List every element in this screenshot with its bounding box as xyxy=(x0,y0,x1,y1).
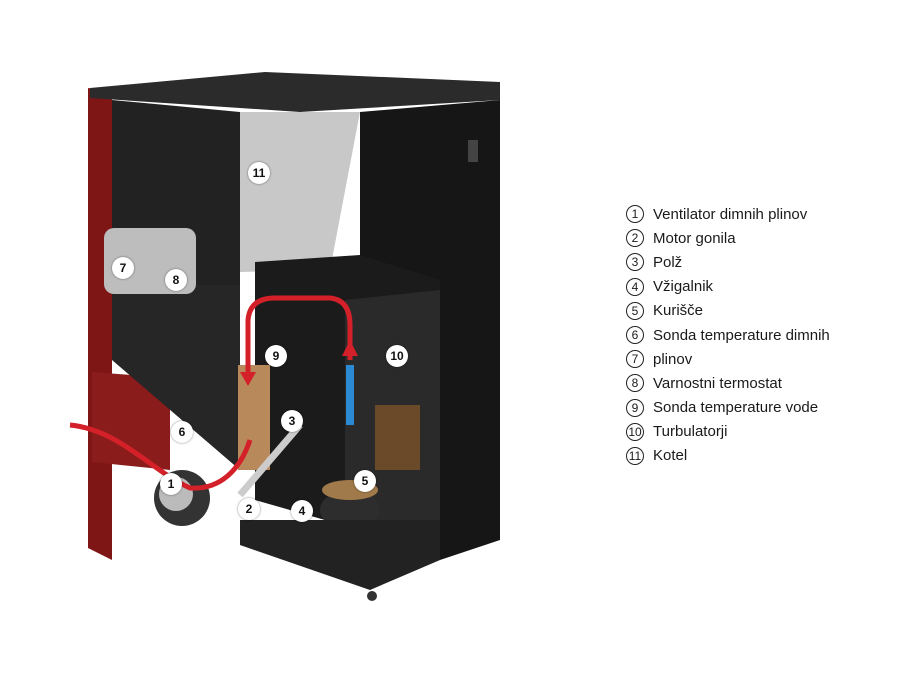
legend-item: 5 Kurišče xyxy=(626,299,830,323)
legend-item: 11 Kotel xyxy=(626,444,830,468)
base-tray xyxy=(240,520,440,590)
legend-item: 6 Sonda temperature dimnih xyxy=(626,323,830,347)
marker-6: 6 xyxy=(171,421,193,443)
marker-4: 4 xyxy=(291,500,313,522)
marker-9: 9 xyxy=(265,345,287,367)
legend-label: Sonda temperature vode xyxy=(653,399,819,417)
legend-item: 2 Motor gonila xyxy=(626,226,830,250)
legend-number: 9 xyxy=(626,398,644,417)
water-flow xyxy=(346,365,354,425)
legend-item: 3 Polž xyxy=(626,250,830,274)
legend-label: Varnostni termostat xyxy=(653,374,782,392)
legend-number: 4 xyxy=(626,277,644,296)
marker-8: 8 xyxy=(165,269,187,291)
legend-label: Ventilator dimnih plinov xyxy=(653,205,808,223)
marker-11: 11 xyxy=(248,162,270,184)
legend-label: Polž xyxy=(653,253,683,271)
legend-item: 4 Vžigalnik xyxy=(626,275,830,299)
marker-2: 2 xyxy=(238,498,260,520)
legend-item: 1 Ventilator dimnih plinov xyxy=(626,202,830,226)
legend-item: 7 plinov xyxy=(626,347,830,371)
legend-number: 1 xyxy=(626,205,644,224)
legend-number: 6 xyxy=(626,326,644,345)
marker-10: 10 xyxy=(386,345,408,367)
pellet-chute xyxy=(238,365,270,470)
legend-item: 9 Sonda temperature vode xyxy=(626,396,830,420)
legend-label: Kurišče xyxy=(653,302,704,320)
marker-1: 1 xyxy=(160,473,182,495)
legend-label: Motor gonila xyxy=(653,229,736,247)
marker-5: 5 xyxy=(354,470,376,492)
legend-label: Vžigalnik xyxy=(653,278,714,296)
flame-flow-path xyxy=(245,295,353,380)
legend-number: 5 xyxy=(626,301,644,320)
red-lower-casing xyxy=(92,372,170,470)
turbulator-grid xyxy=(375,405,420,470)
top-lid xyxy=(90,72,500,112)
red-side-casing xyxy=(88,88,112,560)
legend-number: 10 xyxy=(626,422,644,441)
legend-label: plinov xyxy=(653,350,693,368)
legend-item: 8 Varnostni termostat xyxy=(626,371,830,395)
flow-arrow-down xyxy=(240,372,256,386)
foot xyxy=(367,591,377,601)
legend-number: 8 xyxy=(626,374,644,393)
legend-label: Turbulatorji xyxy=(653,423,728,441)
legend-label: Sonda temperature dimnih xyxy=(653,326,830,344)
legend-number: 3 xyxy=(626,253,644,272)
flow-arrow-up xyxy=(342,340,358,356)
flue-gas-path xyxy=(69,422,253,491)
legend-number: 11 xyxy=(626,446,644,465)
auger xyxy=(237,422,303,498)
marker-7: 7 xyxy=(112,257,134,279)
hopper-slope xyxy=(112,285,240,470)
legend-number: 7 xyxy=(626,350,644,369)
marker-3: 3 xyxy=(281,410,303,432)
legend-label: Kotel xyxy=(653,447,688,465)
legend-number: 2 xyxy=(626,229,644,248)
legend-item: 10 Turbulatorji xyxy=(626,420,830,444)
back-panel-slot xyxy=(468,140,478,162)
hopper-insulation xyxy=(240,112,360,272)
